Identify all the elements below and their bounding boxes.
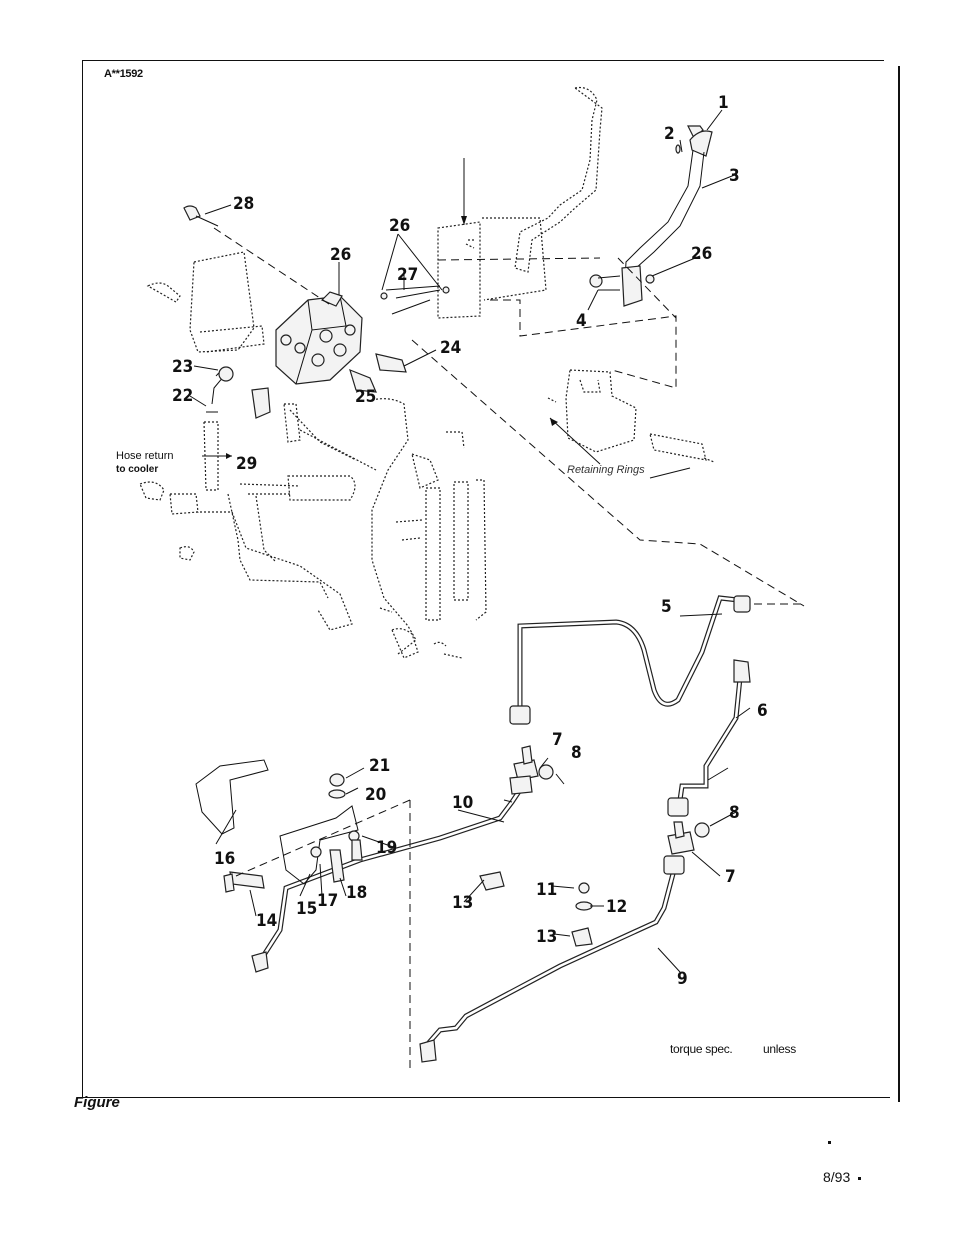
part-number-12: 12 bbox=[606, 897, 627, 917]
part-number-29: 29 bbox=[236, 454, 257, 474]
control-valve-assembly bbox=[146, 205, 450, 419]
retaining-bracket bbox=[411, 339, 805, 607]
part-number-4: 4 bbox=[576, 311, 587, 331]
hose-return bbox=[203, 411, 219, 491]
part-number-16: 16 bbox=[214, 849, 235, 869]
frame-top-rule bbox=[82, 60, 884, 61]
part-number-23: 23 bbox=[172, 357, 193, 377]
frame-right-rule bbox=[898, 66, 900, 1102]
part-number-9: 9 bbox=[677, 969, 688, 989]
part-number-5: 5 bbox=[661, 597, 672, 617]
part-number-8: 8 bbox=[571, 743, 582, 763]
part-number-27: 27 bbox=[397, 265, 418, 285]
part-number-7: 7 bbox=[552, 730, 563, 750]
hose-return-sublabel: to cooler bbox=[116, 464, 159, 475]
part-number-6: 6 bbox=[757, 701, 768, 721]
figure-caption: Figure bbox=[74, 1094, 120, 1111]
part-number-1: 1 bbox=[718, 93, 729, 113]
part-number-19: 19 bbox=[376, 838, 397, 858]
lift-linkage-assembly bbox=[139, 398, 487, 659]
part-number-26: 26 bbox=[389, 216, 410, 236]
hydraulic-tubes bbox=[251, 595, 804, 1063]
torque-note: torque spec. bbox=[670, 1042, 733, 1056]
illustration-code: A**1592 bbox=[104, 68, 143, 80]
part-number-13: 13 bbox=[452, 893, 473, 913]
part-number-11: 11 bbox=[536, 880, 557, 900]
part-number-22: 22 bbox=[172, 386, 193, 406]
part-number-7: 7 bbox=[725, 867, 736, 887]
part-number-2: 2 bbox=[664, 124, 675, 144]
leader-lines bbox=[189, 109, 738, 479]
hose-return-label: Hose return bbox=[116, 450, 174, 462]
part-number-25: 25 bbox=[355, 387, 376, 407]
part-number-13: 13 bbox=[536, 927, 557, 947]
control-lever-assembly bbox=[437, 86, 713, 389]
part-number-17: 17 bbox=[317, 891, 338, 911]
part-number-10: 10 bbox=[452, 793, 473, 813]
part-number-26: 26 bbox=[691, 244, 712, 264]
fittings bbox=[479, 745, 710, 947]
part-number-20: 20 bbox=[365, 785, 386, 805]
date-mark-dot bbox=[858, 1177, 861, 1180]
unless-note: unless bbox=[763, 1042, 796, 1056]
part-number-18: 18 bbox=[346, 883, 367, 903]
frame-left-rule bbox=[82, 60, 83, 1098]
revision-date: 8/93 bbox=[823, 1169, 851, 1185]
part-number-28: 28 bbox=[233, 194, 254, 214]
part-number-3: 3 bbox=[729, 166, 740, 186]
frame-bottom-rule bbox=[82, 1097, 890, 1098]
part-number-8: 8 bbox=[729, 803, 740, 823]
part-number-14: 14 bbox=[256, 911, 277, 931]
part-number-15: 15 bbox=[296, 899, 317, 919]
lower-bracket-assembly bbox=[195, 613, 751, 1072]
retaining-rings-label: Retaining Rings bbox=[567, 464, 645, 476]
part-number-21: 21 bbox=[369, 756, 390, 776]
part-number-26: 26 bbox=[330, 245, 351, 265]
page-mark-dot bbox=[828, 1141, 831, 1144]
part-number-24: 24 bbox=[440, 338, 461, 358]
